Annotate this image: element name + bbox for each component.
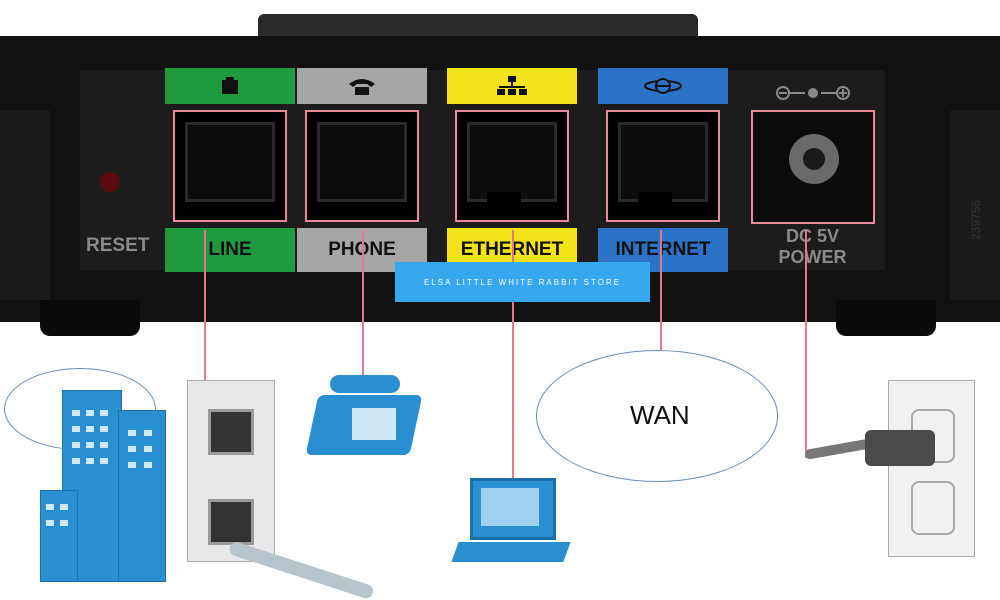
serial-number: 239756: [969, 199, 983, 240]
office-buildings-icon: [40, 380, 170, 582]
wan-cloud-icon: [536, 350, 778, 482]
power-label-line1: DC 5V: [785, 226, 839, 246]
telephone-wall-jack-icon: [187, 380, 275, 562]
phone-cable-icon: [227, 540, 375, 600]
jack-clip: [487, 192, 521, 206]
power-outlet-icon: [888, 380, 975, 557]
telephone-line-icon: [165, 68, 295, 104]
port-phone: PHONE: [297, 68, 427, 272]
polarity-icon: [775, 84, 851, 107]
ethernet-jack[interactable]: [455, 110, 569, 222]
phone-connector: [362, 230, 364, 380]
router-top-edge: [258, 14, 698, 40]
power-label: DC 5V POWER: [745, 226, 880, 268]
port-label-line: LINE: [165, 228, 295, 272]
ethernet-connector: [512, 230, 514, 478]
globe-icon: [598, 68, 728, 104]
wan-label: WAN: [630, 400, 690, 430]
reset-button[interactable]: [100, 172, 120, 192]
store-watermark: ELSA LITTLE WHITE RABBIT STORE: [395, 262, 650, 302]
left-side-panel: [0, 110, 50, 300]
port-line: LINE: [165, 68, 295, 272]
internet-jack[interactable]: [606, 110, 720, 222]
computer-monitor-icon: [470, 478, 556, 540]
right-foot: [836, 300, 936, 336]
port-internet: INTERNET: [598, 68, 728, 272]
power-label-line2: POWER: [778, 247, 847, 267]
power-socket: [789, 134, 839, 184]
right-side-panel: [950, 110, 1000, 300]
keyboard-icon: [451, 542, 571, 562]
telephone-handset-icon: [330, 375, 400, 393]
power-port: DC 5V POWER: [745, 68, 880, 278]
line-connector: [204, 230, 206, 390]
jack-clip: [638, 192, 672, 206]
power-plug-icon: [865, 430, 935, 466]
phone-jack[interactable]: [305, 110, 419, 222]
power-jack[interactable]: [751, 110, 875, 224]
jack-opening: [467, 122, 557, 202]
left-foot: [40, 300, 140, 336]
internet-connector: [660, 230, 662, 350]
line-jack[interactable]: [173, 110, 287, 222]
network-icon: [447, 68, 577, 104]
jack-opening: [317, 122, 407, 202]
jack-opening: [185, 122, 275, 202]
jack-opening: [618, 122, 708, 202]
keypad-icon: [352, 408, 396, 440]
power-connector: [805, 230, 807, 458]
power-pin: [803, 148, 825, 170]
reset-label: RESET: [86, 235, 150, 256]
telephone-icon: [297, 68, 427, 104]
